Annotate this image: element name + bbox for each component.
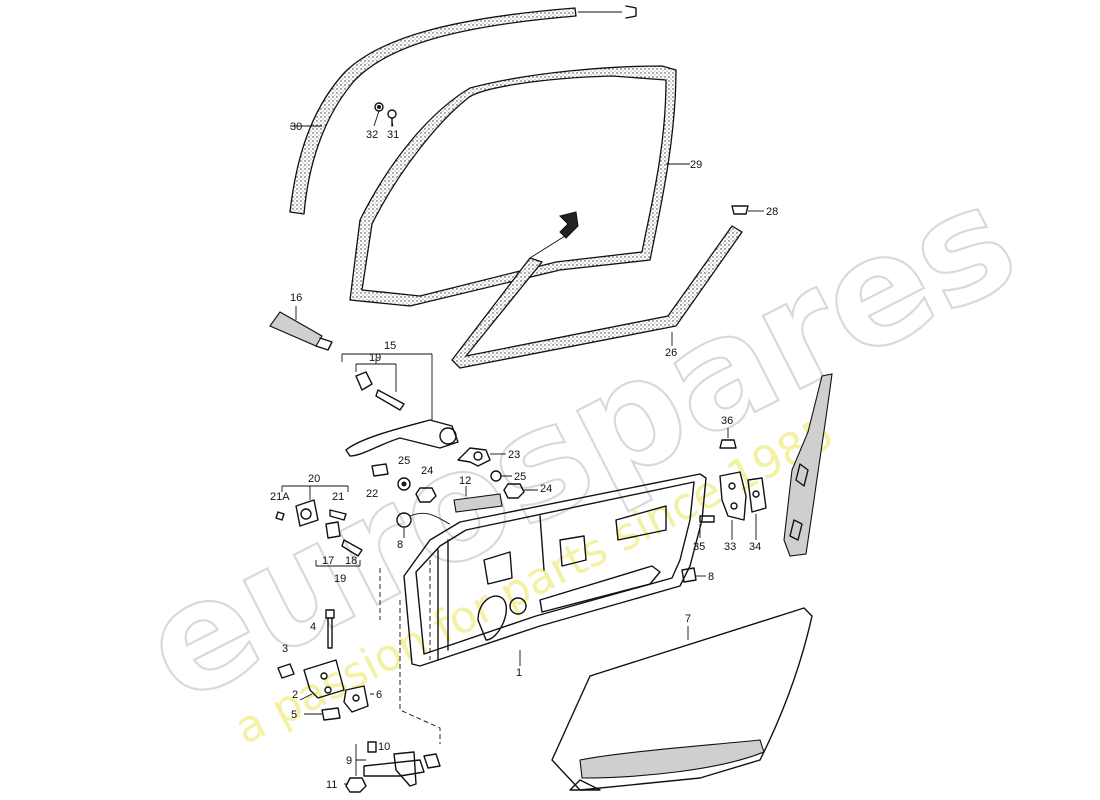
callout-25: 25 <box>514 471 526 483</box>
callout-4: 4 <box>310 621 316 633</box>
callout-25: 25 <box>398 455 410 467</box>
hinge-parts-right <box>699 428 767 540</box>
callout-32: 32 <box>366 129 378 141</box>
callout-8: 8 <box>397 539 403 551</box>
callout-24: 24 <box>421 465 433 477</box>
clip-icon <box>625 5 637 19</box>
lower-hinge-parts <box>344 741 441 793</box>
callout-19: 19 <box>334 573 346 585</box>
callout-35: 35 <box>693 541 705 553</box>
callout-29: 29 <box>690 159 702 171</box>
part-28-plug <box>731 205 764 215</box>
callout-20: 20 <box>308 473 320 485</box>
callout-labels: 30 32 31 29 28 16 15 19 26 36 23 25 24 2… <box>270 121 778 791</box>
callout-26: 26 <box>665 347 677 359</box>
callout-22: 22 <box>366 488 378 500</box>
part-7-door-trim <box>551 607 813 791</box>
nuts-upper <box>397 470 538 503</box>
watermark: eurospares a passion for parts since 198… <box>116 150 1042 754</box>
callout-34: 34 <box>749 541 761 553</box>
part-30-pillar-seal <box>289 5 637 215</box>
hinge-parts-left <box>277 609 374 721</box>
callout-7: 7 <box>685 613 691 625</box>
callout-5: 5 <box>291 709 297 721</box>
callout-12: 12 <box>459 475 471 487</box>
part-29-window-seal <box>349 65 690 307</box>
callout-33: 33 <box>724 541 736 553</box>
part-8-grommet <box>681 567 706 583</box>
callout-2: 2 <box>292 689 298 701</box>
part-20-lock-group <box>275 485 363 567</box>
part-12-strip <box>453 486 503 513</box>
callout-30: 30 <box>290 121 302 133</box>
callout-3: 3 <box>282 643 288 655</box>
watermark-brand: eurospares <box>117 151 1041 737</box>
part-16-sealant-tube <box>269 306 333 351</box>
part-1-door-shell <box>403 473 707 667</box>
callout-21a: 21A <box>270 491 290 503</box>
corner-clip <box>529 211 579 259</box>
part-15-door-handle <box>341 353 459 457</box>
callout-28: 28 <box>766 206 778 218</box>
callout-10: 10 <box>378 741 390 753</box>
part-26-lower-seal <box>451 225 743 369</box>
callout-23: 23 <box>508 449 520 461</box>
callout-24: 24 <box>540 483 552 495</box>
callout-18: 18 <box>345 555 357 567</box>
callout-1: 1 <box>516 667 522 679</box>
part-pillar-trim <box>783 373 833 557</box>
callout-16: 16 <box>290 292 302 304</box>
part-31-32-screws <box>373 102 397 127</box>
part-23-lever <box>457 447 506 467</box>
callout-17: 17 <box>322 555 334 567</box>
callout-19: 19 <box>369 352 381 364</box>
callout-8: 8 <box>708 571 714 583</box>
callout-9: 9 <box>346 755 352 767</box>
callout-36: 36 <box>721 415 733 427</box>
callout-15: 15 <box>384 340 396 352</box>
callout-31: 31 <box>387 129 399 141</box>
callout-6: 6 <box>376 689 382 701</box>
part-22-clip <box>371 463 389 477</box>
callout-21: 21 <box>332 491 344 503</box>
callout-11: 11 <box>326 779 337 791</box>
assembly-lines <box>379 560 441 744</box>
part-8-ball <box>396 512 451 538</box>
